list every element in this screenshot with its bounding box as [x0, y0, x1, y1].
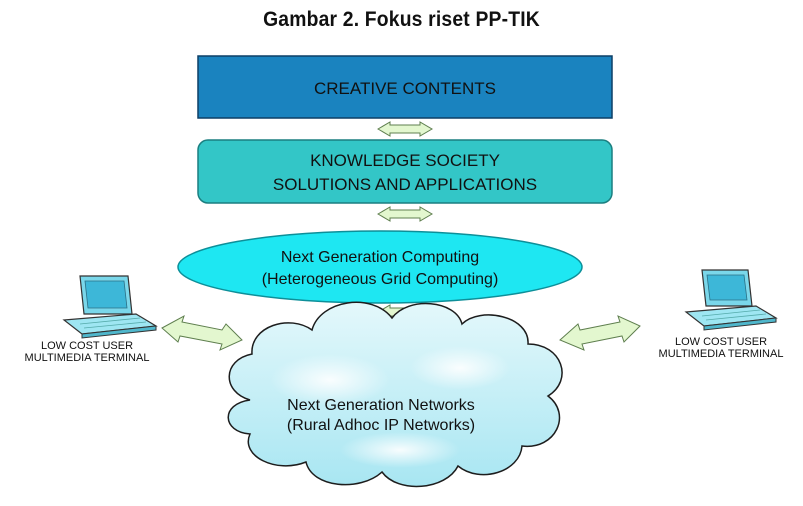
knowledge-line1: KNOWLEDGE SOCIETY: [310, 151, 500, 170]
laptop-icon-left: [62, 275, 158, 339]
double-arrow-knowledge-computing: [377, 206, 433, 222]
computing-line2: (Heterogeneous Grid Computing): [262, 271, 499, 288]
networks-cloud: [227, 301, 563, 488]
creative-contents-box: [197, 55, 613, 119]
right-terminal-line1: LOW COST USER: [674, 336, 768, 348]
figure-title: Gambar 2. Fokus riset PP-TIK: [263, 8, 540, 31]
knowledge-society-box: [197, 139, 613, 204]
double-arrow-left-terminal: [161, 314, 243, 351]
computing-ellipse: [177, 230, 583, 304]
networks-line2: (Rural Adhoc IP Networks): [287, 417, 475, 434]
left-terminal-label: LOW COST USER MULTIMEDIA TERMINAL: [2, 340, 172, 364]
laptop-icon-right: [684, 269, 778, 331]
computing-line1: Next Generation Computing: [281, 249, 479, 266]
double-arrow-creative-knowledge: [377, 121, 433, 137]
knowledge-line2: SOLUTIONS AND APPLICATIONS: [273, 175, 537, 194]
left-terminal-line1: LOW COST USER: [40, 340, 134, 352]
right-terminal-line2: MULTIMEDIA TERMINAL: [658, 348, 784, 360]
creative-contents-label: CREATIVE CONTENTS: [314, 79, 496, 98]
left-terminal-line2: MULTIMEDIA TERMINAL: [24, 352, 150, 364]
double-arrow-right-terminal: [559, 315, 641, 351]
right-terminal-label: LOW COST USER MULTIMEDIA TERMINAL: [640, 336, 802, 360]
networks-line1: Next Generation Networks: [287, 397, 475, 414]
